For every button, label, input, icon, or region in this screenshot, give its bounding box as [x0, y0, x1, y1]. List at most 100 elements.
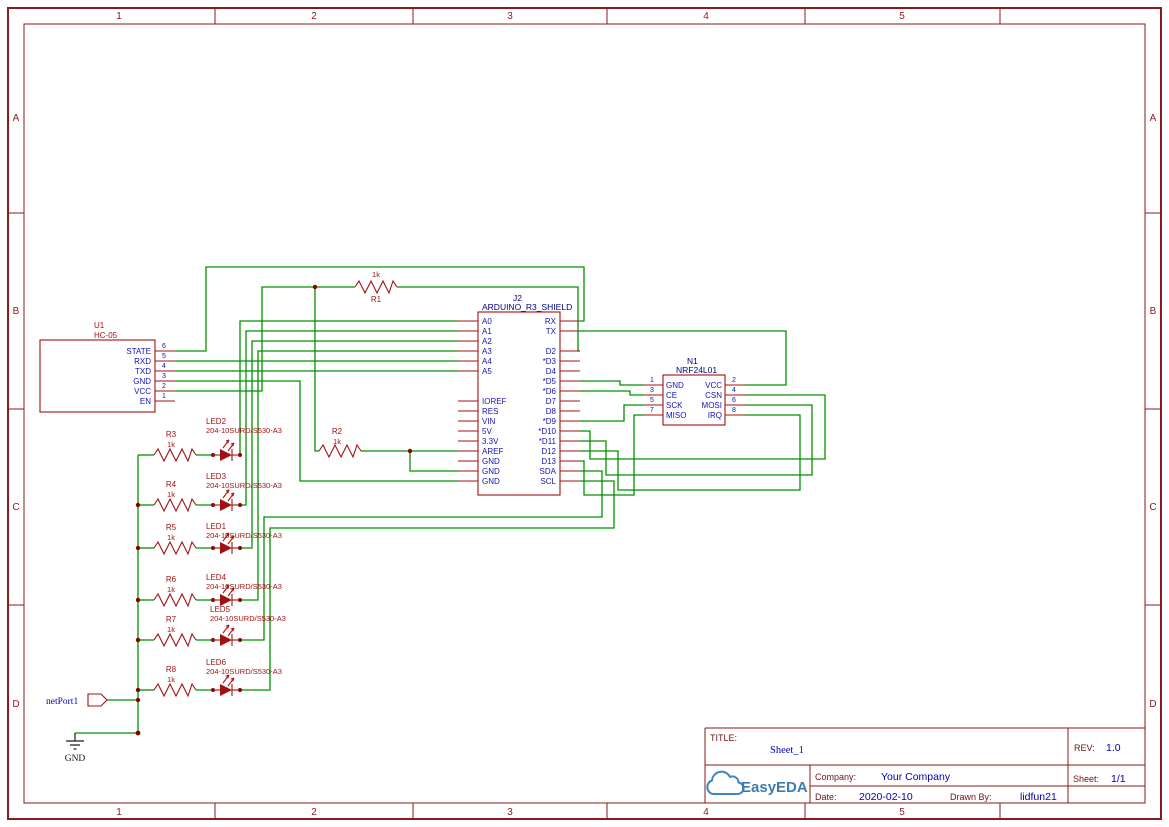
- component-r5[interactable]: R5 1k: [153, 523, 197, 555]
- led2-value[interactable]: 204-10SURD/S530-A3: [206, 426, 282, 435]
- r6-value[interactable]: 1k: [167, 585, 175, 594]
- r3-ref[interactable]: R3: [166, 430, 177, 439]
- r7-ref[interactable]: R7: [166, 615, 177, 624]
- j2-ref[interactable]: J2: [513, 293, 522, 303]
- wire[interactable]: [240, 350, 458, 601]
- r1-value[interactable]: 1k: [372, 270, 380, 279]
- r1-body[interactable]: [354, 280, 398, 294]
- component-r3[interactable]: R3 1k: [153, 430, 197, 462]
- wire[interactable]: [409, 451, 458, 472]
- led5-value[interactable]: 204-10SURD/S530-A3: [210, 614, 286, 623]
- gnd-flag[interactable]: GND: [65, 733, 86, 764]
- component-led1[interactable]: LED1 204-10SURD/S530-A3: [206, 522, 282, 555]
- wire[interactable]: [580, 404, 643, 422]
- r2-ref[interactable]: R2: [332, 427, 343, 436]
- r4-ref[interactable]: R4: [166, 480, 177, 489]
- wire[interactable]: [580, 380, 643, 386]
- led2-symbol[interactable]: [211, 439, 241, 462]
- component-r6[interactable]: R6 1k: [153, 575, 197, 607]
- component-r7[interactable]: R7 1k: [153, 615, 197, 647]
- wire[interactable]: [314, 287, 319, 452]
- r8-ref[interactable]: R8: [166, 665, 177, 674]
- wire[interactable]: [580, 404, 813, 476]
- u1-body[interactable]: [39, 339, 156, 413]
- led6-symbol[interactable]: [211, 674, 241, 697]
- n1-ref[interactable]: N1: [687, 356, 698, 366]
- date-value[interactable]: 2020-02-10: [859, 791, 913, 803]
- led2-ref[interactable]: LED2: [206, 417, 227, 426]
- r7-body[interactable]: [153, 633, 197, 647]
- led4-ref[interactable]: LED4: [206, 573, 227, 582]
- sheet-title[interactable]: Sheet_1: [770, 745, 804, 756]
- component-led6[interactable]: LED6 204-10SURD/S530-A3: [206, 658, 282, 697]
- led5-ref[interactable]: LED5: [210, 605, 231, 614]
- led1-ref[interactable]: LED1: [206, 522, 227, 531]
- wire[interactable]: [239, 320, 458, 455]
- led5-symbol[interactable]: [211, 624, 241, 647]
- date-label: Date:: [815, 792, 837, 802]
- led3-value[interactable]: 204-10SURD/S530-A3: [206, 481, 282, 490]
- r5-body[interactable]: [153, 541, 197, 555]
- component-r8[interactable]: R8 1k: [153, 665, 197, 697]
- wire[interactable]: [175, 266, 585, 352]
- wire[interactable]: [580, 414, 801, 491]
- net-port-label[interactable]: netPort1: [46, 697, 78, 707]
- component-r4[interactable]: R4 1k: [153, 480, 197, 512]
- wire[interactable]: [240, 330, 458, 506]
- r6-ref[interactable]: R6: [166, 575, 177, 584]
- led6-value[interactable]: 204-10SURD/S530-A3: [206, 667, 282, 676]
- component-led2[interactable]: LED2 204-10SURD/S530-A3: [206, 417, 282, 462]
- component-led3[interactable]: LED3 204-10SURD/S530-A3: [206, 472, 282, 512]
- drawn-by-value[interactable]: lidfun21: [1020, 791, 1057, 803]
- rev-value[interactable]: 1.0: [1106, 742, 1121, 754]
- r3-body[interactable]: [153, 448, 197, 462]
- component-n1-nrf24l01[interactable]: N1 NRF24L01 GND CE SCK MISO 1 3 5 7 VCC …: [643, 356, 745, 426]
- wire[interactable]: [240, 470, 603, 641]
- junction-dot: [135, 730, 141, 736]
- r1-ref[interactable]: R1: [371, 295, 382, 304]
- company-value[interactable]: Your Company: [881, 771, 951, 783]
- component-u1-hc05[interactable]: U1 HC-05 STATE RXD TXD GND VCC EN 6 5 4 …: [39, 321, 175, 413]
- r2-body[interactable]: [318, 444, 362, 458]
- gnd-symbol[interactable]: [66, 733, 84, 750]
- r5-ref[interactable]: R5: [166, 523, 177, 532]
- led3-ref[interactable]: LED3: [206, 472, 227, 481]
- component-r2[interactable]: R2 1k: [318, 427, 362, 458]
- led4-value[interactable]: 204-10SURD/S530-A3: [206, 582, 282, 591]
- n1-value[interactable]: NRF24L01: [676, 365, 717, 375]
- easyeda-logo: EasyEDA: [706, 770, 808, 796]
- led1-value[interactable]: 204-10SURD/S530-A3: [206, 531, 282, 540]
- u1-value[interactable]: HC-05: [94, 331, 118, 340]
- wire[interactable]: [580, 394, 826, 460]
- net-port-symbol[interactable]: [87, 693, 108, 707]
- r6-body[interactable]: [153, 593, 197, 607]
- n1-body[interactable]: [662, 374, 726, 426]
- r2-value[interactable]: 1k: [333, 437, 341, 446]
- wire[interactable]: [240, 340, 458, 549]
- wire[interactable]: [175, 286, 355, 392]
- wire[interactable]: [240, 480, 615, 691]
- r3-value[interactable]: 1k: [167, 440, 175, 449]
- r8-body[interactable]: [153, 683, 197, 697]
- component-led4[interactable]: LED4 204-10SURD/S530-A3: [206, 573, 282, 607]
- component-j2-arduino-shield[interactable]: J2 ARDUINO_R3_SHIELD A0 A1 A2 A3 A4 A5 I…: [458, 293, 580, 496]
- j2-body[interactable]: [477, 311, 561, 496]
- r5-value[interactable]: 1k: [167, 533, 175, 542]
- led6-ref[interactable]: LED6: [206, 658, 227, 667]
- wire[interactable]: [580, 330, 787, 386]
- u1-ref[interactable]: U1: [94, 321, 105, 330]
- j2-value[interactable]: ARDUINO_R3_SHIELD: [482, 302, 572, 312]
- net-port[interactable]: netPort1: [46, 693, 108, 707]
- component-led5[interactable]: LED5 204-10SURD/S530-A3: [210, 605, 286, 647]
- component-r1[interactable]: 1k R1: [354, 270, 398, 304]
- r7-value[interactable]: 1k: [167, 625, 175, 634]
- r8-value[interactable]: 1k: [167, 675, 175, 684]
- r4-value[interactable]: 1k: [167, 490, 175, 499]
- wire[interactable]: [580, 414, 643, 496]
- wire[interactable]: [175, 380, 458, 482]
- wire[interactable]: [580, 390, 643, 396]
- sheet-value[interactable]: 1/1: [1111, 773, 1126, 785]
- led3-symbol[interactable]: [211, 489, 241, 512]
- r4-body[interactable]: [153, 498, 197, 512]
